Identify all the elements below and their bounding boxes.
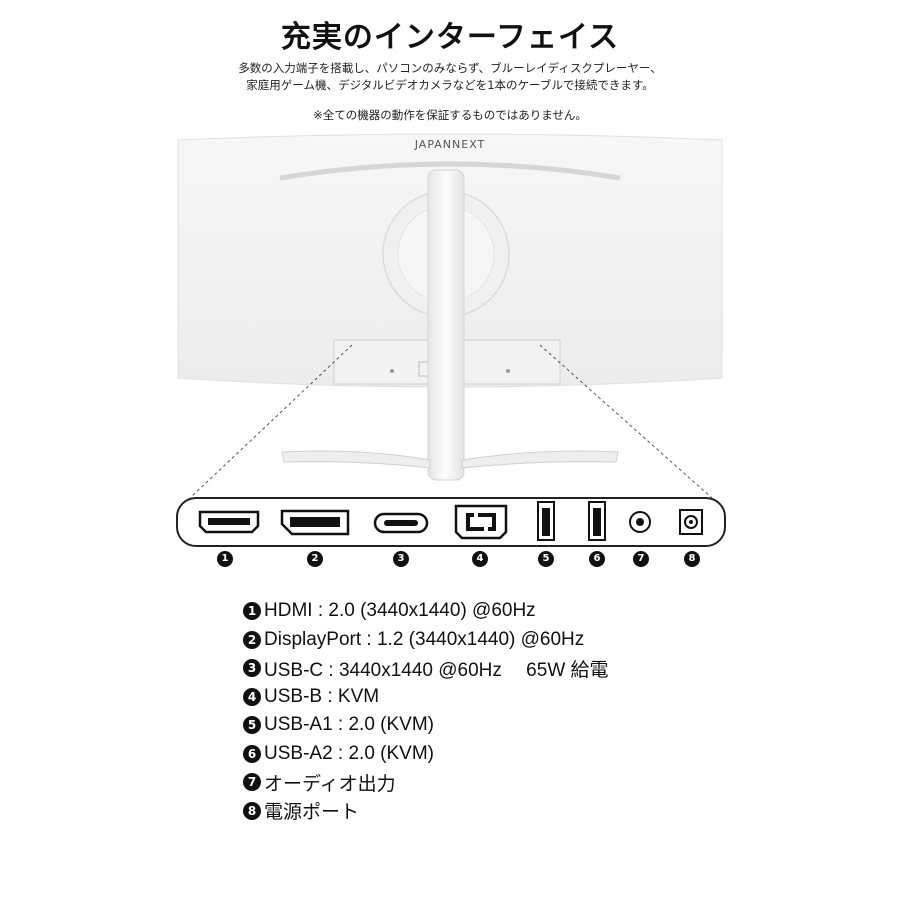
spec-bullet: 7 <box>243 773 261 792</box>
spec-text: USB-B : KVM <box>264 685 380 707</box>
stand-neck <box>427 169 465 481</box>
spec-text: 電源ポート <box>264 802 360 824</box>
spec-bullet: 4 <box>243 687 261 706</box>
brand-logo: JAPANNEXT <box>414 138 486 151</box>
port-number-8: 8 <box>684 551 700 567</box>
stand-base-left <box>281 450 431 469</box>
port-number-4: 4 <box>472 551 488 567</box>
port-number-3: 3 <box>393 551 409 567</box>
port-number-7: 7 <box>633 551 649 567</box>
spec-bullet: 3 <box>243 659 261 678</box>
spec-text: オーディオ出力 <box>264 773 396 795</box>
stand-base-right <box>461 450 619 469</box>
spec-bullet: 1 <box>243 602 261 621</box>
spec-bullet: 6 <box>243 744 261 763</box>
port-number-1: 1 <box>217 551 233 567</box>
spec-text: USB-A1 : 2.0 (KVM) <box>264 714 434 736</box>
guide-line-right <box>539 344 713 499</box>
guide-line-left <box>189 344 353 499</box>
spec-text: USB-A2 : 2.0 (KVM) <box>264 742 434 764</box>
description-line-1: 多数の入力端子を搭載し、パソコンのみならず、ブルーレイディスクプレーヤー、 <box>238 61 662 75</box>
spec-bullet: 8 <box>243 801 261 820</box>
disclaimer-note: ※全ての機器の動作を保証するものではありません。 <box>313 108 587 122</box>
spec-bullet: 2 <box>243 630 261 649</box>
spec-text: HDMI : 2.0 (3440x1440) @60Hz <box>264 600 536 622</box>
port-number-5: 5 <box>538 551 554 567</box>
spec-text: DisplayPort : 1.2 (3440x1440) @60Hz <box>264 628 585 650</box>
page-title: 充実のインターフェイス <box>280 20 620 55</box>
spec-bullet: 5 <box>243 716 261 735</box>
description-line-2: 家庭用ゲーム機、デジタルビデオカメラなどを1本のケーブルで接続できます。 <box>246 78 654 92</box>
monitor-ridge <box>279 161 621 181</box>
port-number-2: 2 <box>307 551 323 567</box>
spec-text: USB-C : 3440x1440 @60Hz 65W 給電 <box>264 659 609 681</box>
ports-panel <box>176 497 726 547</box>
port-number-6: 6 <box>589 551 605 567</box>
